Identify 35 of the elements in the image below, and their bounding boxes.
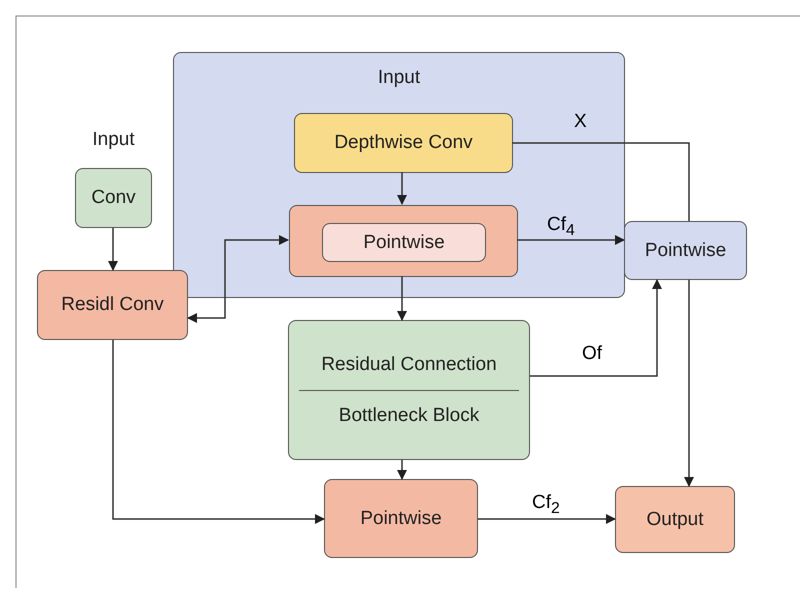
arrow xyxy=(478,514,616,524)
process-box xyxy=(324,479,478,558)
node-label: Conv xyxy=(91,187,136,209)
node-label: Depthwise Conv xyxy=(334,132,473,154)
node-label: Pointwise xyxy=(363,232,445,254)
arrow xyxy=(397,276,407,321)
arrow xyxy=(684,280,694,487)
edge-label: Cf$_{4}$ xyxy=(546,215,576,240)
process-box xyxy=(294,113,513,173)
arrow xyxy=(112,340,325,524)
edge-label: Of xyxy=(581,344,604,365)
arrow xyxy=(187,235,289,323)
arrow xyxy=(397,460,407,480)
node-label: Residual Connection xyxy=(321,354,497,376)
arrow xyxy=(108,228,118,271)
process-box xyxy=(288,320,530,460)
process-box xyxy=(624,221,747,280)
group-panel xyxy=(173,52,625,298)
node-label: Output xyxy=(646,508,704,530)
node-label: Pointwise xyxy=(360,508,442,530)
process-box xyxy=(37,270,188,340)
edge-label: X xyxy=(573,112,588,133)
arrow xyxy=(517,235,625,245)
node-label: Pointwise xyxy=(644,240,726,262)
node-label: Bottleneck Block xyxy=(338,404,480,426)
panel-heading: Input xyxy=(378,67,420,89)
node-label: Residl Conv xyxy=(61,294,164,316)
process-box xyxy=(615,486,735,553)
process-box xyxy=(322,223,486,262)
arrow xyxy=(397,172,407,205)
connector-line xyxy=(512,142,690,221)
node-heading: Input xyxy=(92,129,135,151)
edge-label: Cf$_{2}$ xyxy=(531,493,561,518)
process-box xyxy=(289,205,518,277)
arrow xyxy=(530,279,662,377)
